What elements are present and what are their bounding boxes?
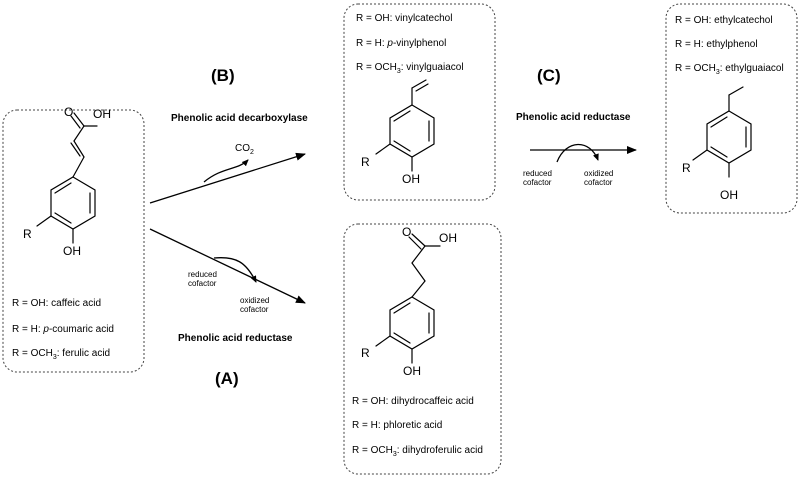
dihydro-acid-oh-label: OH — [439, 231, 457, 245]
ethyl-line-3: R = OCH3: ethylguaiacol — [675, 63, 784, 76]
ethyl-oh-label: OH — [720, 188, 738, 202]
vinyl-r-label: R — [361, 155, 370, 169]
vinyl-line-1: R = OH: vinylcatechol — [356, 13, 452, 24]
reduced-cofactor-c-2: cofactor — [523, 178, 552, 187]
dihydro-phenol-oh-label: OH — [403, 364, 421, 378]
vinyl-box-frame — [343, 3, 496, 201]
step-b-label: (B) — [211, 66, 235, 85]
oxidized-cofactor-c-1: oxidized — [584, 169, 613, 178]
reductase-arrow-a — [149, 228, 306, 304]
ethylphenol-structure — [692, 86, 752, 178]
reduced-cofactor-a-2: cofactor — [188, 279, 217, 288]
co2-release-arrow — [203, 159, 249, 183]
vinyl-oh-label: OH — [402, 172, 420, 186]
step-a-label: (A) — [215, 369, 239, 388]
dihydro-r-label: R — [361, 346, 370, 360]
oxidized-cofactor-a-2: cofactor — [240, 305, 269, 314]
dihydro-line-1: R = OH: dihydrocaffeic acid — [352, 396, 474, 407]
phenol-oh-label: OH — [63, 244, 81, 258]
cinnamic-acid-structure — [36, 112, 98, 244]
dihydro-line-3: R = OCH3: dihydroferulic acid — [352, 445, 483, 458]
ethyl-line-1: R = OH: ethylcatechol — [675, 15, 773, 26]
oxidized-cofactor-c-2: cofactor — [584, 178, 613, 187]
vinylphenol-structure — [375, 79, 435, 172]
vinyl-line-2: R = H: p-vinylphenol — [356, 38, 446, 49]
reductase-c-enzyme-label: Phenolic acid reductase — [516, 112, 631, 123]
reduced-cofactor-a-1: reduced — [188, 270, 217, 279]
dihydro-carbonyl-o-label: O — [402, 225, 411, 239]
cofactor-arrow-c — [556, 143, 599, 163]
dihydro-product-box: O OH OH R R = OH: dihydrocaffeic acid R … — [343, 223, 502, 475]
step-c-label: (C) — [537, 66, 561, 85]
ethyl-r-label: R — [682, 161, 691, 175]
dihydrocinnamic-acid-structure — [375, 233, 441, 364]
substrate-box: O OH OH R R = OH: caffeic acid R = H: p-… — [2, 105, 145, 373]
reductase-a-enzyme-label: Phenolic acid reductase — [178, 333, 293, 344]
acid-oh-label: OH — [93, 107, 111, 121]
vinyl-line-3: R = OCH3: vinylguaiacol — [356, 62, 464, 75]
substrate-box-frame — [2, 109, 145, 373]
oxidized-cofactor-a-1: oxidized — [240, 296, 269, 305]
co2-label: CO2 — [235, 143, 254, 156]
ethyl-line-2: R = H: ethylphenol — [675, 39, 758, 50]
substrate-line-3: R = OCH3: ferulic acid — [12, 348, 110, 361]
carbonyl-o-label: O — [64, 105, 73, 119]
vinyl-product-box: R = OH: vinylcatechol R = H: p-vinylphen… — [343, 3, 496, 201]
cofactor-arrow-a — [213, 256, 257, 283]
substrate-line-1: R = OH: caffeic acid — [12, 298, 101, 309]
dihydro-box-frame — [343, 223, 502, 475]
substrate-line-2: R = H: p-coumaric acid — [12, 324, 114, 335]
ethyl-box-frame — [665, 3, 798, 214]
ethyl-product-box: R = OH: ethylcatechol R = H: ethylphenol… — [665, 3, 798, 214]
r-group-label: R — [23, 227, 32, 241]
reduced-cofactor-c-1: reduced — [523, 169, 552, 178]
dihydro-line-2: R = H: phloretic acid — [352, 420, 442, 431]
decarboxylase-arrow — [149, 152, 306, 204]
decarboxylase-enzyme-label: Phenolic acid decarboxylase — [171, 113, 308, 124]
